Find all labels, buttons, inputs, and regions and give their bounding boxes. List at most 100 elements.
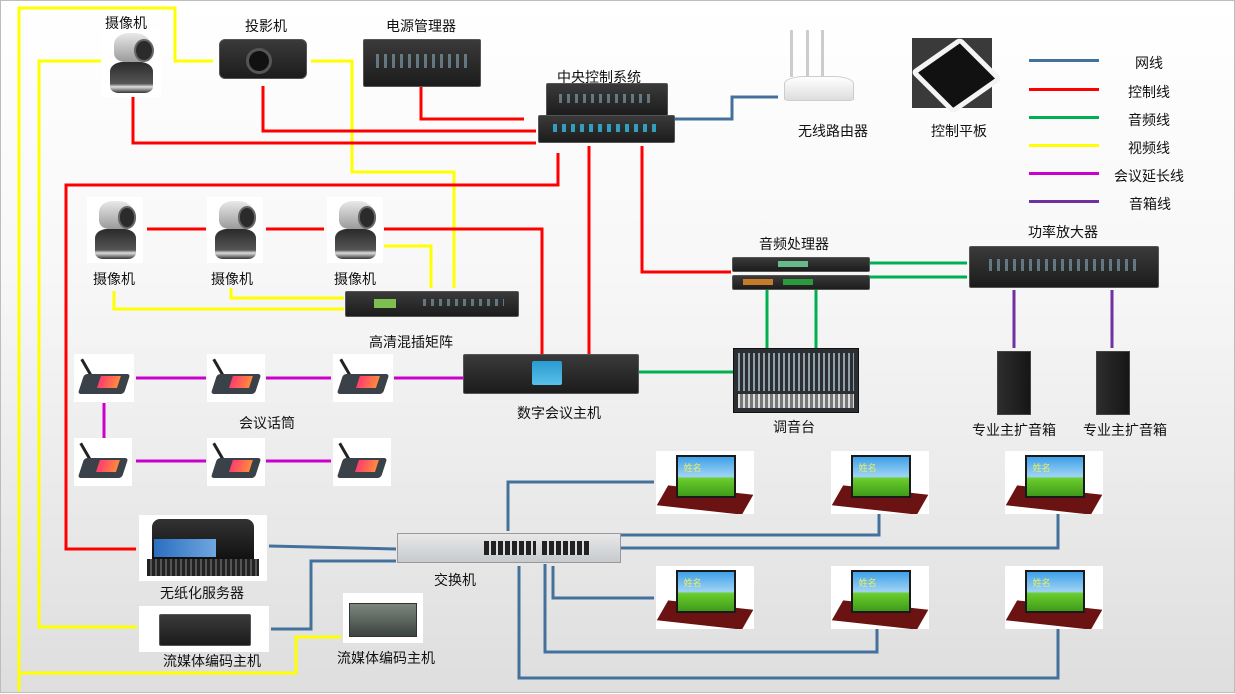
streaming-encoder-2 <box>343 593 423 643</box>
control-line <box>640 146 731 274</box>
network-line <box>268 544 397 551</box>
legend-swatch-video <box>1029 144 1099 147</box>
main-speaker-1 <box>997 351 1031 415</box>
legend-label-network: 网线 <box>1135 56 1163 72</box>
network-line <box>551 566 654 600</box>
conference-mics-label: 会议话筒 <box>239 416 295 432</box>
audio-processor-label: 音频处理器 <box>759 237 829 253</box>
speaker-1-label: 专业主扩音箱 <box>972 423 1056 439</box>
ptz-camera-2 <box>207 197 263 263</box>
legend-swatch-control <box>1029 88 1099 91</box>
paperless-terminal: 姓名 <box>656 566 754 629</box>
network-line <box>271 559 396 631</box>
control-line <box>384 227 544 356</box>
legend-swatch-speaker <box>1029 200 1099 203</box>
hd-matrix-label: 高清混插矩阵 <box>369 335 453 351</box>
camera-3-label: 摄像机 <box>334 272 376 288</box>
legend-swatch-conference <box>1029 172 1099 175</box>
control-tablet <box>910 37 1004 115</box>
terminal-name-text: 姓名 <box>1032 463 1051 474</box>
video-line <box>112 291 344 311</box>
conference-extension-lines <box>102 376 463 463</box>
ptz-camera-3 <box>327 197 383 263</box>
paperless-terminal: 姓名 <box>831 451 929 514</box>
power-manager <box>363 39 481 87</box>
legend-label-audio: 音频线 <box>1128 113 1170 129</box>
paperless-terminal: 姓名 <box>1005 566 1103 629</box>
conference-mic <box>207 354 265 402</box>
legend-label-video: 视频线 <box>1128 141 1170 157</box>
hd-matrix <box>345 291 519 317</box>
network-line <box>621 514 881 537</box>
projector-label: 投影机 <box>245 19 287 35</box>
legend-swatch-network <box>1029 59 1099 62</box>
mixer-label: 调音台 <box>773 420 815 436</box>
conference-mic <box>207 438 265 486</box>
streaming-encoder-1-label: 流媒体编码主机 <box>163 654 261 670</box>
conference-mic <box>74 438 132 486</box>
control-line <box>419 86 524 121</box>
audio-processor-unit-1 <box>732 257 870 272</box>
central-control-label: 中央控制系统 <box>557 70 641 86</box>
switch-label: 交换机 <box>434 573 476 589</box>
central-control-upper-unit <box>546 83 668 117</box>
video-line <box>384 244 433 288</box>
control-lines <box>64 86 731 551</box>
legend-label-speaker: 音箱线 <box>1129 197 1171 213</box>
terminal-name-text: 姓名 <box>683 463 702 474</box>
mixing-console <box>733 348 859 413</box>
camera-top-label: 摄像机 <box>105 16 147 32</box>
central-control-lower-unit <box>538 115 675 143</box>
network-line <box>621 514 1060 550</box>
ptz-camera-1 <box>87 197 143 263</box>
network-lines <box>268 95 1060 680</box>
video-line <box>19 635 341 675</box>
terminal-name-text: 姓名 <box>858 578 877 589</box>
legend-label-conference: 会议延长线 <box>1114 169 1184 185</box>
conference-mic <box>74 354 134 402</box>
network-line <box>517 566 1060 680</box>
wireless-router <box>778 28 858 110</box>
video-line <box>229 288 344 300</box>
control-line <box>64 153 560 551</box>
speaker-2-label: 专业主扩音箱 <box>1083 423 1167 439</box>
speaker-lines <box>1012 290 1114 348</box>
video-lines <box>17 6 456 691</box>
digital-conference-host-label: 数字会议主机 <box>517 406 601 422</box>
streaming-encoder-2-label: 流媒体编码主机 <box>337 651 435 667</box>
wireless-router-label: 无线路由器 <box>798 124 868 140</box>
paperless-server-label: 无纸化服务器 <box>160 586 244 602</box>
video-line <box>17 6 213 691</box>
network-line <box>674 95 778 121</box>
camera-2-label: 摄像机 <box>211 272 253 288</box>
power-manager-label: 电源管理器 <box>386 19 456 35</box>
legend-label-control: 控制线 <box>1128 85 1170 101</box>
conference-mic <box>333 438 391 486</box>
terminal-name-text: 姓名 <box>1032 578 1051 589</box>
legend-swatch-audio <box>1029 116 1099 119</box>
paperless-terminal: 姓名 <box>831 566 929 629</box>
conference-mic <box>333 354 393 402</box>
digital-conference-host <box>463 354 639 394</box>
video-line <box>311 59 456 288</box>
network-switch <box>397 533 621 563</box>
audio-lines <box>637 261 967 374</box>
audio-processor-unit-2 <box>732 275 870 290</box>
video-line <box>37 59 137 629</box>
ptz-camera-top <box>101 29 161 97</box>
terminal-name-text: 姓名 <box>683 578 702 589</box>
control-tablet-label: 控制平板 <box>931 124 987 140</box>
paperless-terminal: 姓名 <box>1005 451 1103 514</box>
paperless-terminal: 姓名 <box>656 451 754 514</box>
camera-1-label: 摄像机 <box>93 272 135 288</box>
network-line <box>506 480 654 531</box>
paperless-server <box>139 515 267 581</box>
projector <box>219 39 307 79</box>
control-line <box>131 97 536 145</box>
power-amplifier <box>969 246 1159 288</box>
control-line <box>261 86 536 133</box>
main-speaker-2 <box>1096 351 1130 415</box>
terminal-name-text: 姓名 <box>858 463 877 474</box>
